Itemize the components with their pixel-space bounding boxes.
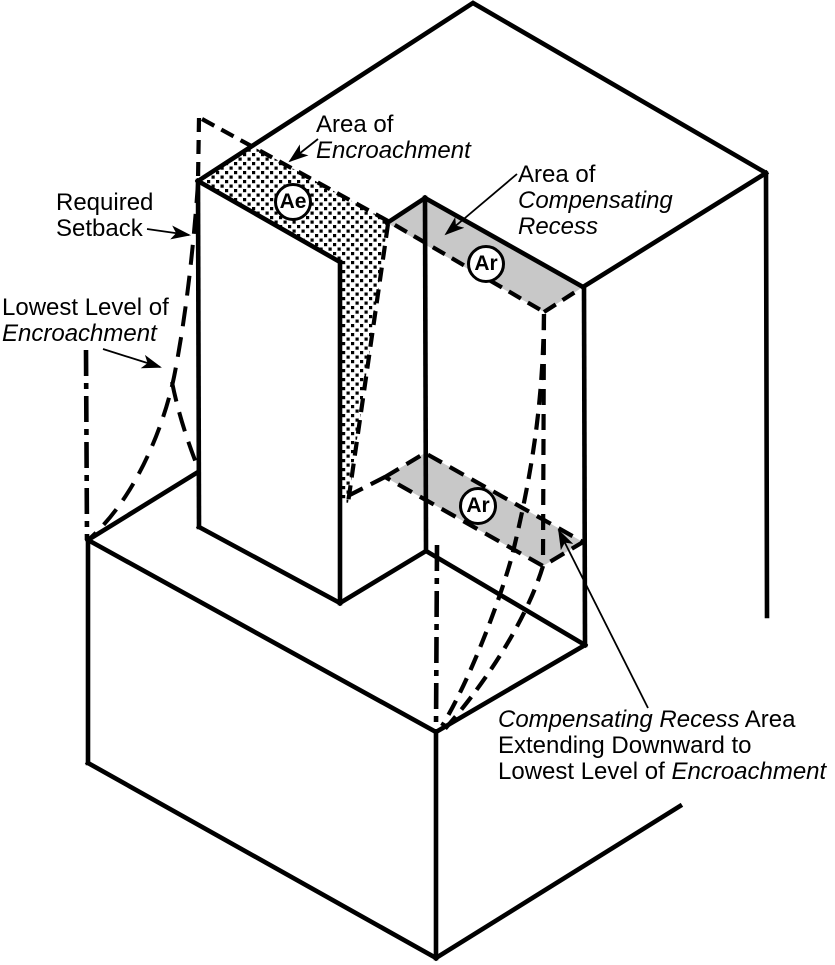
encroachment-strip-dashed-boundary <box>345 223 391 504</box>
podium-roof-front-left-edge <box>84 536 440 736</box>
podium-roof-back-edge <box>84 468 202 544</box>
label-line: Recess <box>518 213 599 240</box>
roof-outline-and-right-edge <box>194 0 770 619</box>
hidden-recess-corner-edge <box>540 313 547 563</box>
label-required-setback: Required Setback <box>56 190 153 242</box>
label-line: Area of <box>316 111 394 138</box>
tower-base-front-edge <box>195 523 344 607</box>
label-line: Compensating <box>518 187 673 214</box>
wing-base-edge <box>422 547 589 649</box>
podium-bottom-left-edge <box>84 759 440 962</box>
label-fragment: Encroachment <box>671 758 827 785</box>
projection-dash-dot-right <box>433 544 440 731</box>
label-line: Compensating Recess Area <box>498 707 826 733</box>
label-line: Lowest Level of Encroachment <box>498 759 826 785</box>
recess-notch-top-rear-edge <box>421 194 587 291</box>
encroachment-area-badge: Ae <box>274 183 312 221</box>
required-setback-curve <box>86 182 200 542</box>
lowest-level-label-arrow <box>102 348 162 369</box>
badge-text: Ar <box>474 252 498 275</box>
badge-text: Ar <box>466 494 490 517</box>
label-line: Setback <box>56 215 143 242</box>
recess-area-badge-top: Ar <box>467 245 505 283</box>
roof-southeast-edge <box>579 169 770 291</box>
tower-roof-front-edge <box>194 177 344 266</box>
recess-area-badge-lower: Ar <box>459 487 497 525</box>
lowest-level-branch-curve <box>170 381 200 469</box>
label-fragment: Lowest Level of <box>498 758 672 785</box>
label-fragment: Area <box>739 706 796 733</box>
street-line-dash-dot-left <box>83 349 90 541</box>
label-line: Required <box>56 189 154 216</box>
tower-left-vertical-edge <box>195 178 202 530</box>
label-area-of-compensating-recess: Area of Compensating Recess <box>518 162 673 240</box>
badge-text: Ae <box>279 190 307 213</box>
label-fragment: Compensating Recess <box>498 706 740 733</box>
tower-base-side-edge <box>336 547 430 607</box>
recess-floor-line-on-tower-wall <box>339 475 386 502</box>
recess-extending-label-arrow <box>558 529 649 709</box>
building-solid-edges <box>84 0 770 962</box>
label-line: Lowest Level of <box>2 294 169 321</box>
inner-corner-vertical-edge <box>581 285 588 648</box>
label-recess-extending-note: Compensating Recess Area Extending Downw… <box>498 707 826 785</box>
compensating-recess-label-arrow <box>444 173 518 236</box>
setback-plane-vertical-dashed <box>195 117 202 182</box>
label-lowest-level-of-encroachment: Lowest Level of Encroachment <box>2 295 169 347</box>
label-area-of-encroachment: Area of Encroachment <box>316 112 471 164</box>
required-setback-label-arrow <box>146 225 191 240</box>
label-line: Extending Downward to <box>498 732 752 759</box>
leader-lines <box>102 138 649 709</box>
label-line: Encroachment <box>316 137 471 164</box>
recess-notch-top-left-edge <box>383 194 429 227</box>
recess-notch-front-vertical-edge <box>422 195 429 554</box>
label-line: Encroachment <box>2 320 157 347</box>
label-line: Area of <box>518 161 596 188</box>
podium-roof-front-right-edge <box>432 641 589 736</box>
podium-bottom-right-edge <box>432 802 684 962</box>
recess-top-rear-dashed-edge <box>542 285 585 314</box>
encroachment-label-arrow <box>288 138 319 163</box>
